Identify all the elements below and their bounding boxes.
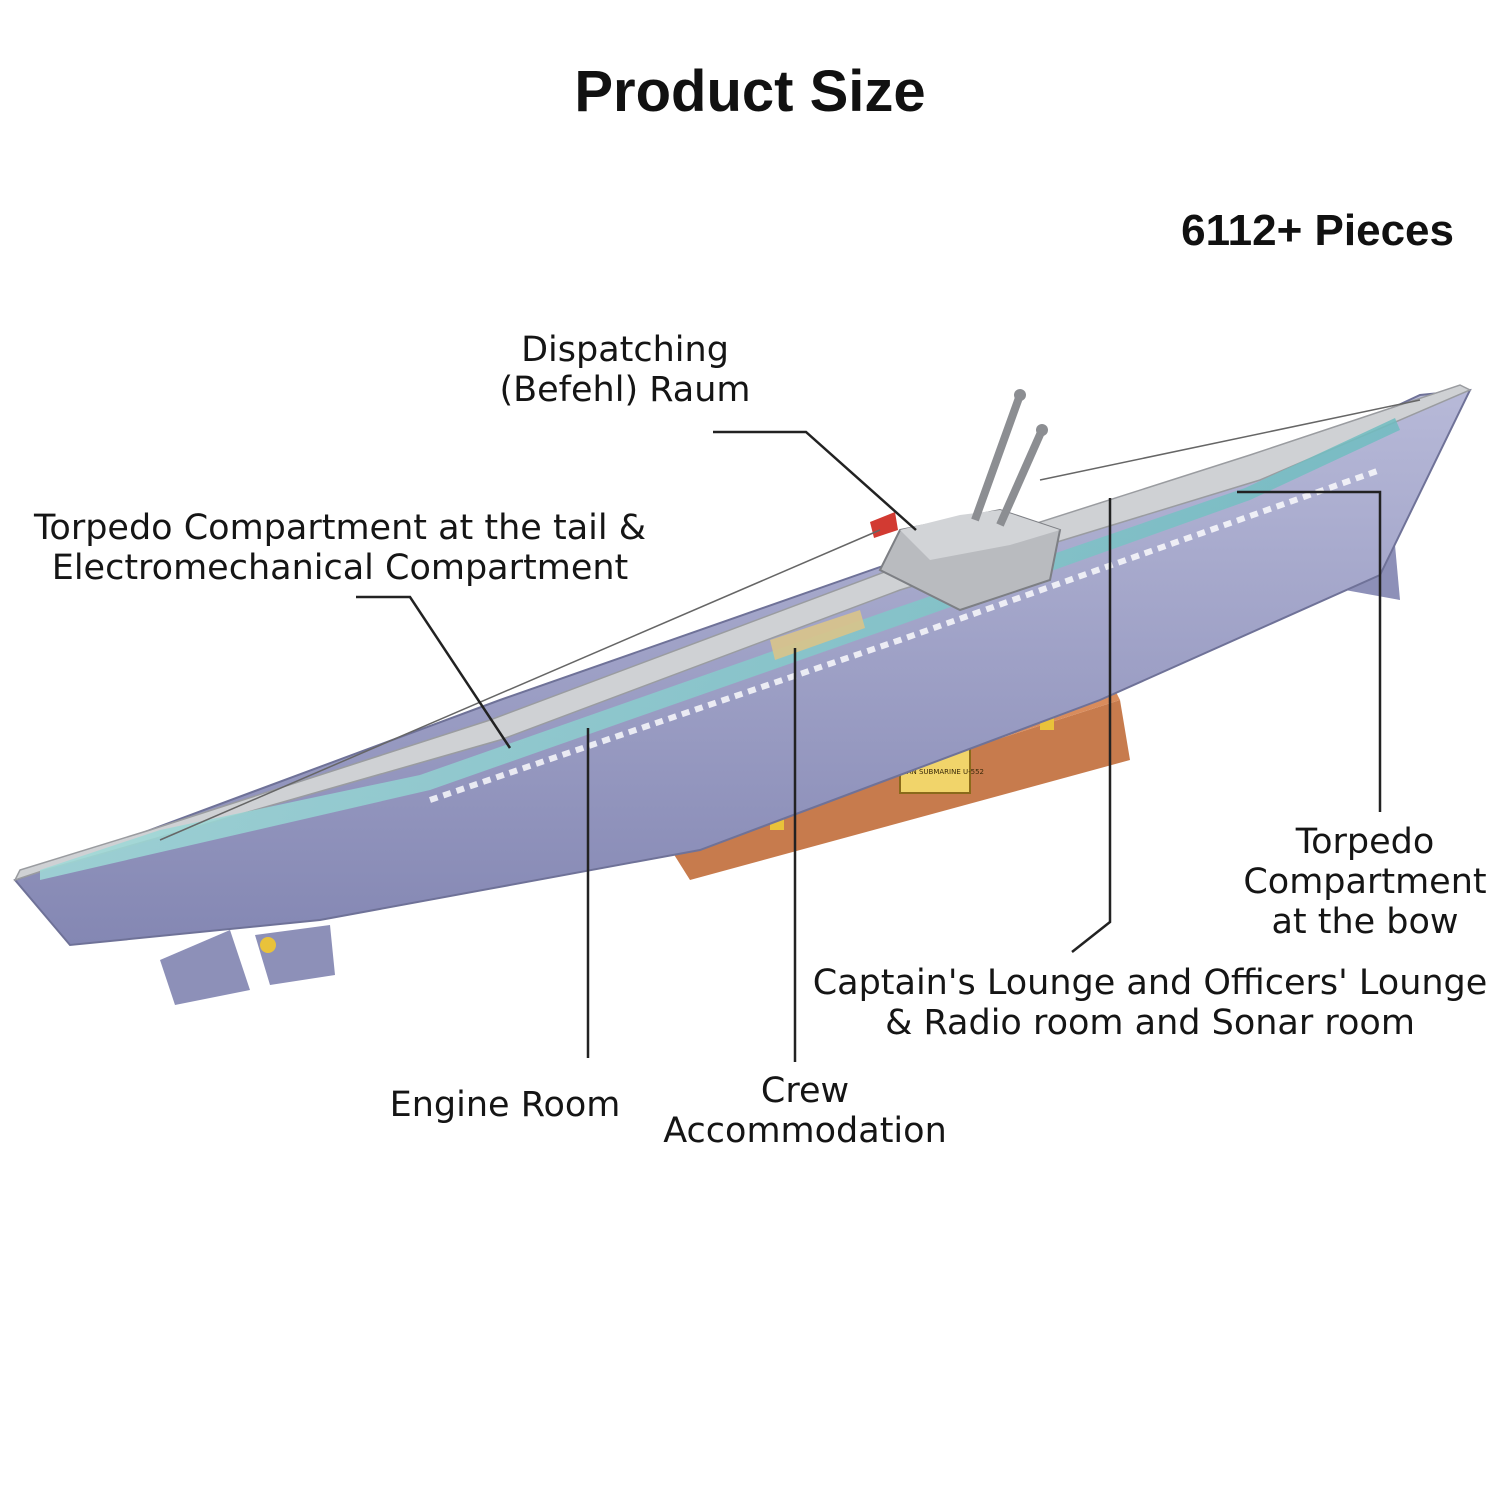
label-line: & Radio room and Sonar room — [885, 1003, 1415, 1043]
label-captain: Captain's Lounge and Officers' Lounge & … — [800, 963, 1500, 1043]
deck-windows — [429, 467, 1382, 803]
label-line: Compartment — [1243, 862, 1487, 902]
leader-captain — [1071, 498, 1112, 953]
nameplate-text: GERMAN SUBMARINE U-552 — [886, 768, 984, 776]
label-torpedo-tail: Torpedo Compartment at the tail & Electr… — [10, 508, 670, 588]
leader-torpedo-tail — [356, 595, 512, 749]
label-line: Captain's Lounge and Officers' Lounge — [812, 963, 1488, 1003]
deck — [13, 384, 1472, 882]
pieces-count: 6112+ Pieces — [1181, 206, 1454, 255]
label-line: at the bow — [1271, 902, 1459, 942]
page-title: Product Size — [574, 59, 926, 124]
label-line: Electromechanical Compartment — [51, 548, 629, 588]
label-line: Torpedo Compartment at the tail & — [33, 508, 647, 548]
label-crew: Crew Accommodation — [650, 1071, 960, 1151]
leader-lines — [356, 430, 1382, 1062]
label-line: Torpedo — [1295, 822, 1435, 862]
label-engine: Engine Room — [375, 1085, 635, 1125]
conning-tower — [870, 389, 1062, 612]
label-line: Crew — [760, 1071, 850, 1111]
antenna-wire-fwd — [1039, 399, 1421, 481]
label-line: (Befehl) Raum — [499, 370, 751, 410]
antenna-wire-aft — [159, 529, 881, 841]
label-line: Engine Room — [389, 1085, 621, 1125]
leader-dispatching — [713, 430, 917, 531]
tail-fins — [160, 925, 335, 1005]
flag — [870, 512, 898, 538]
crew-area — [770, 610, 865, 660]
leader-torpedo-bow — [1237, 490, 1382, 812]
label-dispatching: Dispatching (Befehl) Raum — [480, 330, 770, 410]
label-line: Accommodation — [663, 1111, 947, 1151]
label-torpedo-bow: Torpedo Compartment at the bow — [1220, 822, 1500, 942]
label-line: Dispatching — [521, 330, 729, 370]
